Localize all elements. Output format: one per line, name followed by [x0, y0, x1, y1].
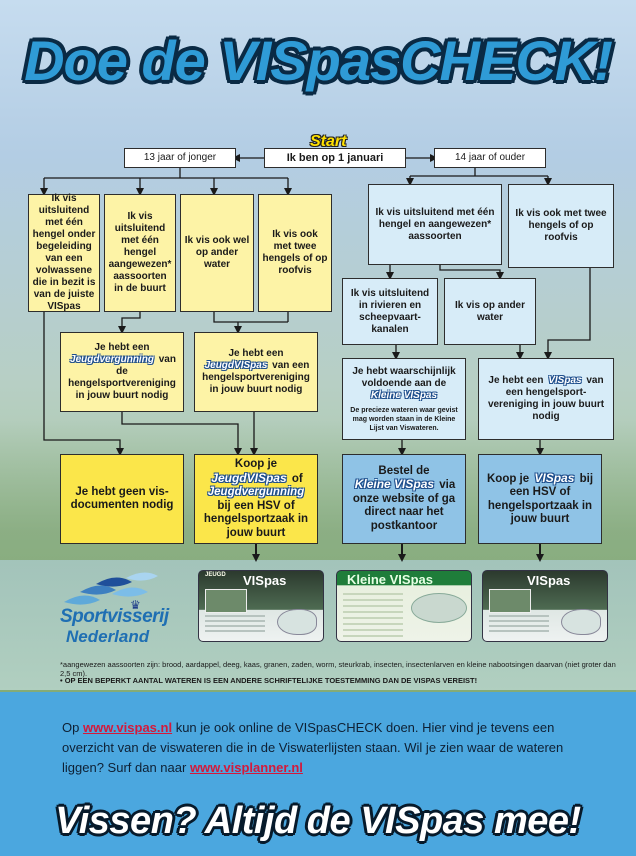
final-buy-jeugdvispas: Koop je JeugdVISpas of Jeugdvergunning b…: [194, 454, 318, 544]
fish-icon: [411, 593, 467, 623]
node-young-other-water: Ik vis ook wel op ander water: [180, 194, 254, 312]
start-label: Start: [310, 133, 347, 150]
final-order-kleine-vispas: Bestel de Kleine VISpas via onze website…: [342, 454, 466, 544]
brand-kleine-vispas: Kleine VISpas: [370, 389, 438, 401]
node-young-one-rod-supervised: Ik vis uitsluitend met één hengel onder …: [28, 193, 100, 312]
fish-icon: [277, 609, 317, 635]
connector: [44, 168, 288, 179]
node-young-two-rods: Ik vis ook met twee hengels of op roofvi…: [258, 194, 332, 312]
connector: [43, 312, 124, 456]
slogan: Vissen? Altijd de VISpas mee!: [55, 800, 581, 842]
card-details: [205, 615, 265, 635]
brand-kleine-vispas-final: Kleine VISpas: [354, 477, 435, 492]
crown-icon: ♛: [130, 598, 141, 612]
result-jeugdvispas-needed: Je hebt een JeugdVISpas van een hengelsp…: [194, 332, 318, 412]
card-kleine-vispas: Kleine VISpas: [336, 570, 472, 642]
result-vispas-needed: Je hebt een VISpas van een hengelsport-v…: [478, 358, 614, 440]
card-map: [343, 593, 403, 637]
connector: [410, 168, 548, 177]
logo-text-nederland: Nederland: [66, 627, 150, 646]
node-13-or-younger: 13 jaar of jonger: [124, 148, 236, 168]
connector: [213, 312, 289, 330]
node-old-two-rods: Ik vis ook met twee hengels of op roofvi…: [508, 184, 614, 268]
connector: [439, 265, 504, 280]
node-young-one-rod-bait: Ik vis uitsluitend met één hengel aangew…: [104, 194, 176, 312]
link-visplanner[interactable]: www.visplanner.nl: [189, 760, 303, 775]
result-jeugdvergunning-needed: Je hebt een Jeugdvergunning van de henge…: [60, 332, 184, 412]
page-title: Doe de VISpasCHECK!: [24, 29, 613, 92]
footnote-permission: • OP EEN BEPERKT AANTAL WATEREN IS EEN A…: [60, 676, 478, 685]
node-14-or-older: 14 jaar of ouder: [434, 148, 546, 168]
promo-band: [0, 692, 636, 856]
brand-vispas: VISpas: [548, 375, 582, 386]
card-label-jeugd: JEUGD: [205, 572, 226, 578]
brand-jeugdvergunning-final: Jeugdvergunning: [207, 486, 305, 498]
footnote-bait: *aangewezen aassoorten zijn: brood, aard…: [60, 660, 616, 678]
fish-icon: [561, 609, 601, 635]
brand-jeugdvispas: JeugdVISpas: [204, 360, 268, 371]
card-details: [489, 615, 549, 635]
card-label-kleine-vispas: Kleine VISpas: [347, 572, 433, 587]
brand-jeugdvergunning: Jeugdvergunning: [70, 354, 154, 365]
connector: [544, 268, 591, 360]
node-old-one-rod-bait: Ik vis uitsluitend met één hengel en aan…: [368, 184, 502, 265]
card-photo: [489, 589, 531, 613]
logo-text-sportvisserij: Sportvisserij: [60, 606, 169, 627]
node-old-rivers-canals: Ik vis uitsluitend in rivieren en scheep…: [342, 278, 438, 345]
brand-jeugdvispas-final: JeugdVISpas: [211, 470, 287, 485]
card-photo: [205, 589, 247, 613]
card-label-vispas: VISpas: [243, 573, 287, 588]
sportvisserij-fish-logo-icon: [64, 572, 158, 605]
link-vispas[interactable]: www.vispas.nl: [82, 720, 173, 735]
card-label-vispas: VISpas: [527, 573, 571, 588]
final-buy-vispas: Koop je VISpas bij een HSV of hengelspor…: [478, 454, 602, 544]
node-old-other-water: Ik vis op ander water: [444, 278, 536, 345]
result-kleine-vispas: Je hebt waarschijnlijk voldoende aan de …: [342, 358, 466, 440]
connector: [121, 412, 242, 456]
connector: [118, 312, 141, 334]
node-start: Ik ben op 1 januari: [264, 148, 406, 168]
promo-text: Op www.vispas.nl kun je ook online de VI…: [62, 720, 564, 775]
brand-vispas-final: VISpas: [534, 470, 575, 485]
card-vispas: VISpas: [482, 570, 608, 642]
final-no-documents: Je hebt geen vis-documenten nodig: [60, 454, 184, 544]
card-jeugdvispas: JEUGD VISpas: [198, 570, 324, 642]
